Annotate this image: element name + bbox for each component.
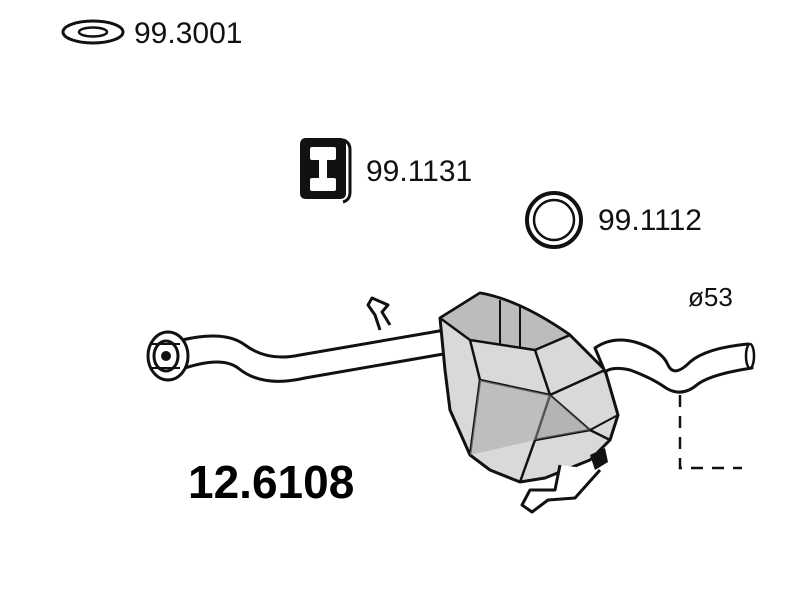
dimension-dashed-line (678, 395, 742, 470)
rubber-hanger-icon (300, 138, 352, 204)
gasket-part-number: 99.3001 (134, 17, 242, 50)
muffler-body (438, 291, 620, 514)
ring-part-number: 99.1112 (598, 204, 702, 237)
outlet-diameter-label: ø53 (688, 282, 733, 312)
outlet-pipe (593, 338, 756, 394)
main-part-number: 12.6108 (188, 456, 354, 508)
flat-gasket-icon (61, 19, 125, 45)
hanger-part-number: 99.1131 (366, 155, 472, 188)
o-ring-icon (525, 191, 583, 249)
inlet-pipe (146, 296, 457, 383)
